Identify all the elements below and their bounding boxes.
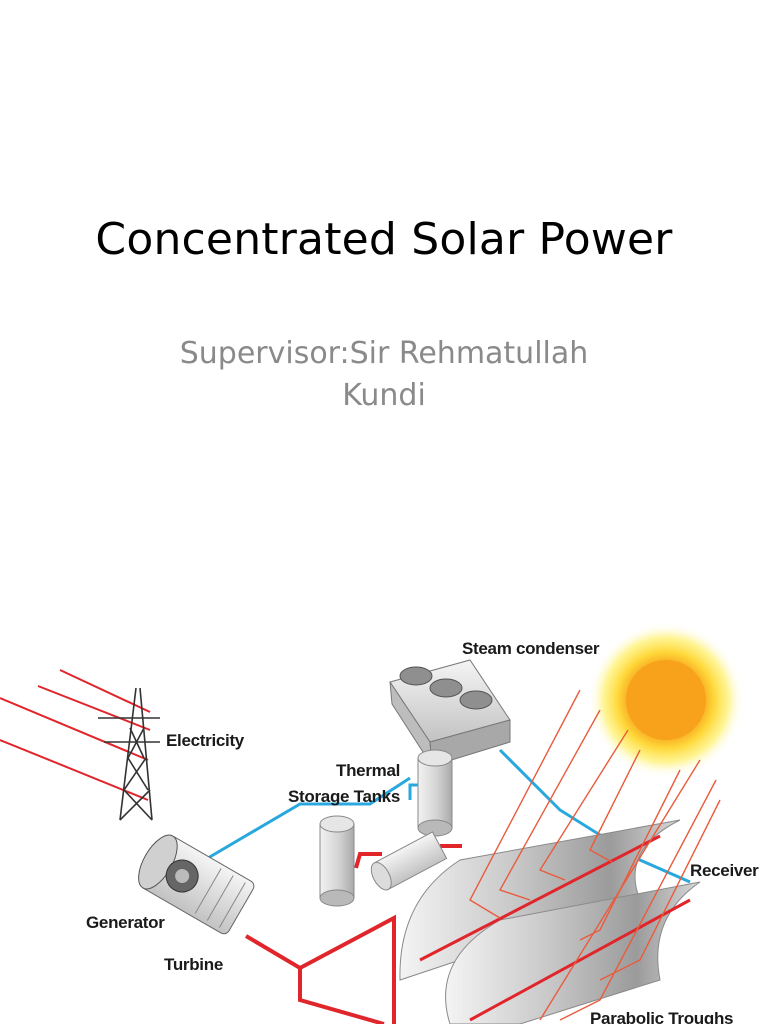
label-turbine: Turbine [164, 955, 223, 974]
parabolic-troughs-icon [399, 819, 701, 1024]
thermal-storage-tanks-icon [319, 749, 453, 907]
heat-transfer-pipes [244, 844, 462, 1024]
label-parabolic-troughs: Parabolic Troughs [590, 1009, 733, 1024]
label-storage-tanks: Storage Tanks [288, 787, 400, 806]
label-thermal: Thermal [336, 761, 400, 780]
label-receiver: Receiver [690, 861, 759, 880]
subtitle-line-1: Supervisor:Sir Rehmatullah [179, 336, 589, 371]
steam-condenser-icon [389, 659, 511, 767]
csp-plant-diagram: Steam condenser Electricity Thermal Stor… [0, 622, 759, 1024]
transmission-tower-icon [98, 687, 160, 821]
label-generator: Generator [86, 913, 165, 932]
slide-subtitle: Supervisor:Sir Rehmatullah Kundi [110, 333, 658, 417]
sun-rays [469, 689, 721, 1021]
generator-turbine-icon [138, 834, 255, 935]
subtitle-line-2: Kundi [342, 378, 426, 413]
power-lines [0, 669, 151, 801]
label-steam-condenser: Steam condenser [462, 639, 600, 658]
sun-icon [588, 622, 744, 778]
label-electricity: Electricity [166, 731, 245, 750]
slide-title: Concentrated Solar Power [95, 214, 673, 265]
